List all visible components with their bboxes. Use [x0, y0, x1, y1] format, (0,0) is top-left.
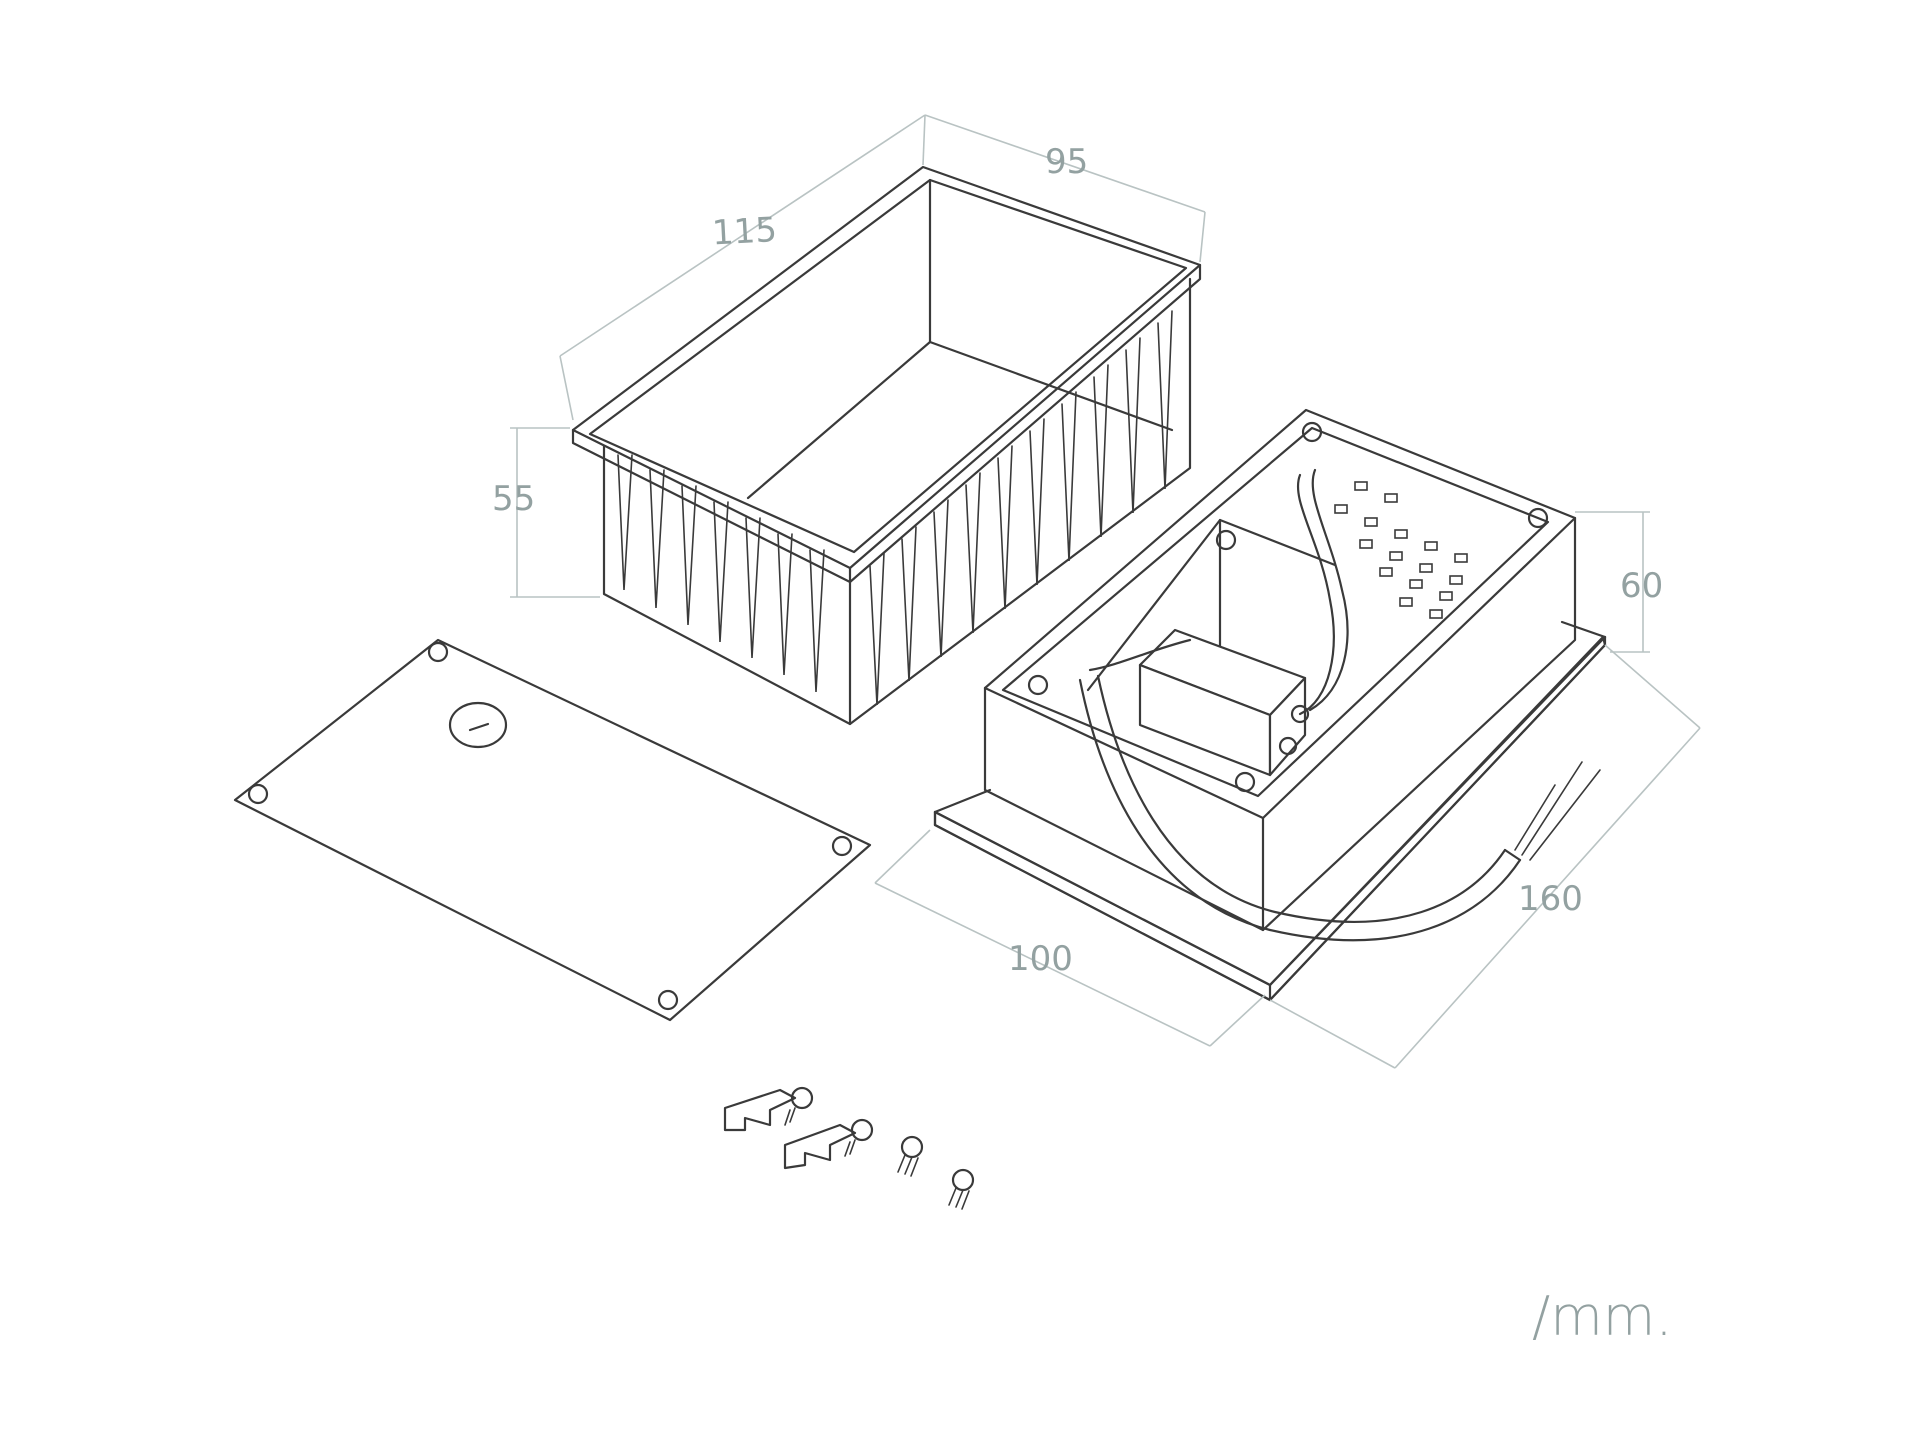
cooling-fins-right: [869, 310, 1173, 706]
dim-label-115: 115: [711, 210, 778, 253]
unit-label: /mm.: [1532, 1285, 1673, 1348]
power-cable: [1078, 674, 1601, 942]
finned-enclosure: [571, 165, 1202, 726]
mounting-hardware: [723, 1086, 975, 1210]
dim-label-160: 160: [1518, 879, 1583, 919]
cover-plate: [233, 638, 872, 1022]
cooling-fins-left: [617, 454, 825, 693]
dim-label-55: 55: [492, 479, 535, 519]
dim-label-60: 60: [1620, 566, 1663, 606]
dim-label-100: 100: [1008, 939, 1073, 979]
dim-label-95: 95: [1045, 142, 1088, 182]
transformer-block: [1138, 628, 1310, 777]
dimension-lines: [510, 114, 1701, 1069]
driver-housing: [933, 408, 1607, 1002]
vent-slots: [1334, 481, 1468, 619]
